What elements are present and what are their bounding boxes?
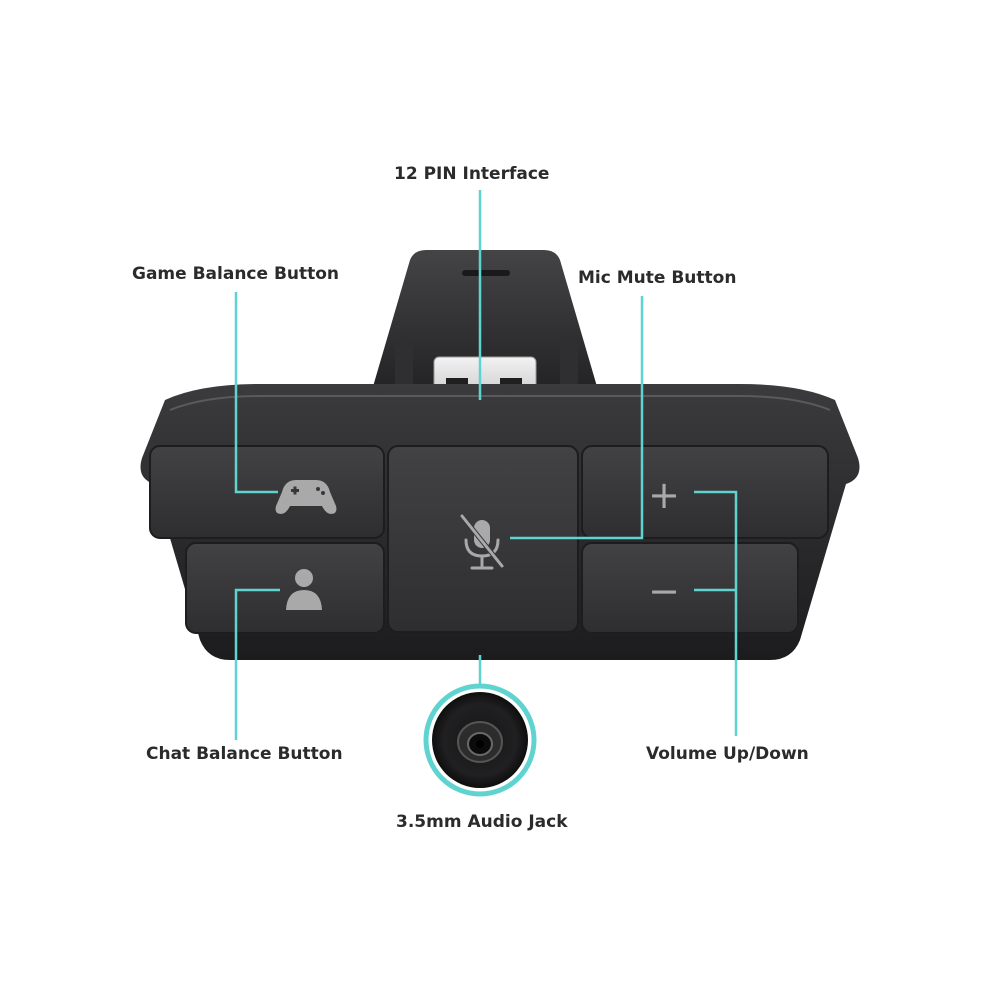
game-controller-icon	[275, 480, 337, 514]
callout-volume-up	[694, 490, 738, 736]
audio-jack-closeup	[423, 683, 537, 797]
callout-game-balance	[234, 292, 278, 494]
volume-down-button[interactable]	[581, 542, 799, 634]
label-audio-jack: 3.5mm Audio Jack	[396, 812, 568, 832]
body-rim	[169, 395, 831, 411]
callout-lines	[234, 190, 738, 740]
mic-mute-icon	[459, 513, 505, 570]
volume-down-symbol: −	[648, 569, 680, 613]
chat-balance-button[interactable]	[185, 542, 385, 634]
mount-slot	[462, 270, 510, 276]
callout-mic-mute	[510, 296, 644, 540]
label-game-balance-button: Game Balance Button	[132, 264, 340, 284]
callout-chat-balance	[234, 588, 280, 740]
label-mic-mute-button: Mic Mute Button	[578, 268, 737, 288]
label-chat-balance-button: Chat Balance Button	[146, 744, 343, 764]
label-volume-up-down: Volume Up/Down	[646, 744, 809, 764]
label-12-pin-interface: 12 PIN Interface	[394, 164, 550, 184]
volume-up-symbol: +	[648, 473, 680, 517]
chat-person-icon	[286, 569, 322, 610]
mount-tab	[372, 250, 598, 390]
